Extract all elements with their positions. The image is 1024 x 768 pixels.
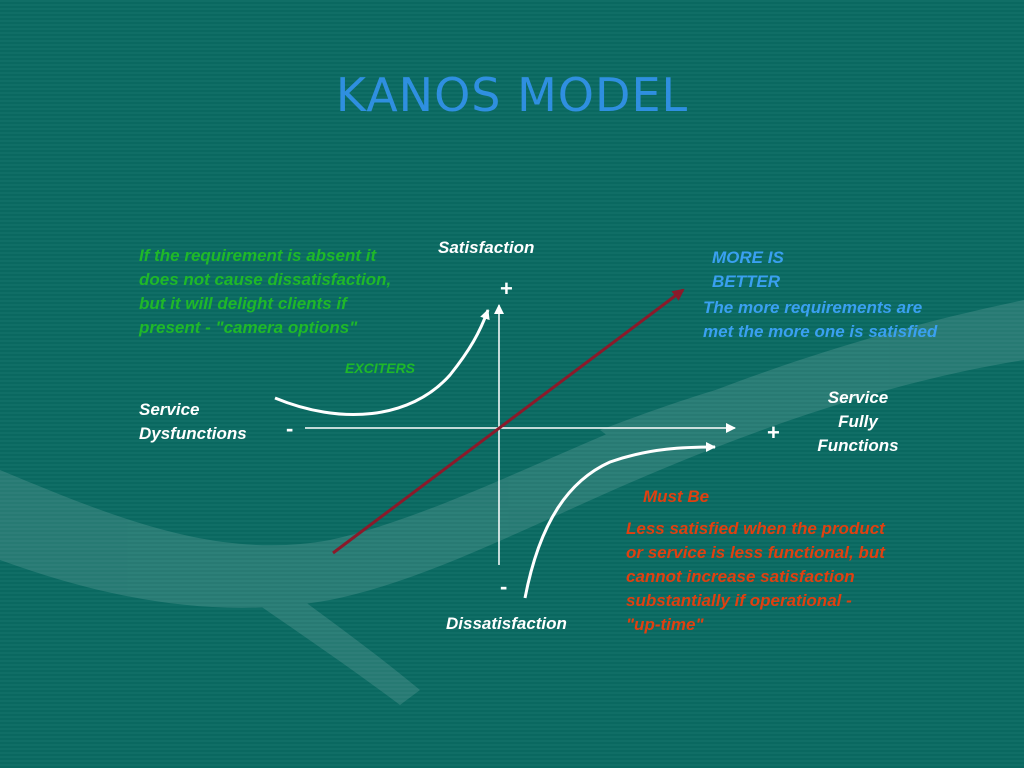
exciters-description: If the requirement is absent it does not… — [139, 246, 392, 337]
x-axis-left-label: Service Dysfunctions — [139, 400, 247, 443]
y-axis-top-label: Satisfaction — [438, 238, 535, 257]
exciters-curve — [274, 309, 490, 417]
x-plus-sign: + — [767, 420, 780, 445]
y-minus-sign: - — [500, 574, 508, 599]
must-be-curve — [523, 442, 716, 599]
y-axis-bottom-label: Dissatisfaction — [446, 614, 567, 633]
more-is-better-label: MORE IS BETTER — [712, 248, 784, 291]
must-be-description: Less satisfied when the product or servi… — [626, 519, 885, 634]
more-is-better-line — [332, 288, 685, 555]
slide-title: KANOS MODEL — [335, 68, 689, 122]
must-be-label: Must Be — [643, 487, 710, 506]
x-minus-sign: - — [286, 416, 294, 441]
y-plus-sign: + — [500, 276, 513, 301]
exciters-label: EXCITERS — [345, 360, 416, 376]
more-is-better-description: The more requirements are met the more o… — [703, 298, 938, 341]
x-axis-right-label: Service Fully Functions — [817, 388, 899, 455]
handshake-decoration — [0, 300, 1024, 705]
